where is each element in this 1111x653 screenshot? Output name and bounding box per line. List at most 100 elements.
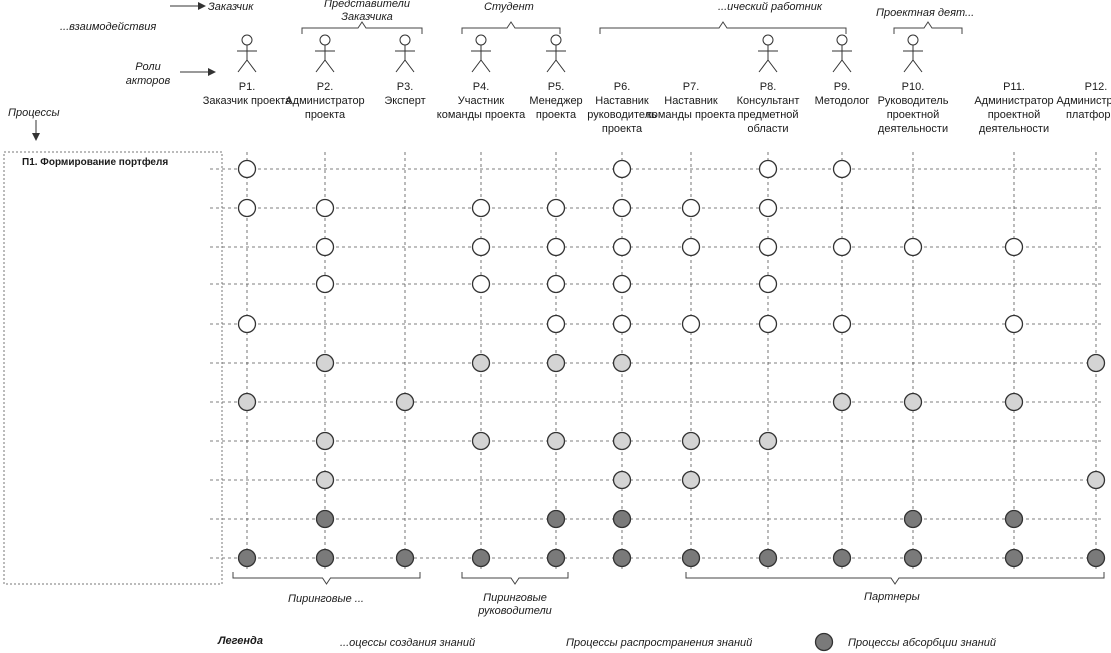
- legend-absorption-marker: [814, 632, 834, 652]
- matrix-node: [903, 392, 923, 412]
- legend-creation: ...оцессы создания знаний: [340, 637, 476, 649]
- matrix-node: [1004, 237, 1024, 257]
- bracket-student: [461, 21, 561, 34]
- matrix-node: [471, 274, 491, 294]
- actor-name: Эксперт: [384, 95, 426, 107]
- matrix-node: [758, 237, 778, 257]
- actor-code: P6.: [613, 81, 631, 93]
- matrix-node: [237, 198, 257, 218]
- matrix-node: [546, 198, 566, 218]
- matrix-node: [832, 392, 852, 412]
- processes-label: Процессы: [8, 107, 60, 119]
- actor-icon: [395, 34, 415, 73]
- actor-label: P9.Методолог: [797, 80, 887, 108]
- actor-name: Администратор проекта: [285, 95, 365, 121]
- actor-label: P8.Консультант предметной области: [723, 80, 813, 136]
- matrix-node: [471, 353, 491, 373]
- matrix-node: [471, 237, 491, 257]
- matrix-node: [315, 470, 335, 490]
- matrix-node: [612, 470, 632, 490]
- matrix-node: [1086, 353, 1106, 373]
- actor-label: P1. Заказчик проекта: [202, 80, 292, 108]
- matrix-node: [1004, 548, 1024, 568]
- matrix-node: [681, 470, 701, 490]
- actor-label: P10.Руководитель проектной деятельности: [868, 80, 958, 136]
- actor-icon: [315, 34, 335, 73]
- bottom-group-right: Партнеры: [864, 591, 920, 603]
- actor-label: P11. Администратор проектной деятельности: [969, 80, 1059, 136]
- project-activity-group-label: Проектная деят...: [876, 7, 975, 19]
- process-label: П1. Формирование портфеля: [22, 157, 169, 168]
- matrix-node: [546, 314, 566, 334]
- actor-icon: [237, 34, 257, 73]
- matrix-node: [546, 509, 566, 529]
- matrix-node: [612, 509, 632, 529]
- matrix-node: [237, 159, 257, 179]
- matrix-node: [681, 314, 701, 334]
- actor-name: Менеджер проекта: [529, 95, 583, 121]
- bracket-customer-rep: [301, 21, 423, 34]
- roles-label: Роли акторов: [125, 61, 171, 87]
- matrix-node: [395, 392, 415, 412]
- actor-label: P6. Наставник руководитель проекта: [577, 80, 667, 136]
- actor-name: Участник команды проекта: [436, 95, 526, 121]
- matrix-node: [903, 509, 923, 529]
- matrix-node: [758, 274, 778, 294]
- matrix-node: [758, 314, 778, 334]
- process-column-frame: [3, 151, 223, 585]
- matrix-node: [612, 274, 632, 294]
- matrix-node: [315, 509, 335, 529]
- matrix-node: [612, 353, 632, 373]
- matrix-node: [903, 237, 923, 257]
- matrix-node: [1086, 470, 1106, 490]
- matrix-node: [832, 159, 852, 179]
- actor-code: P1.: [238, 81, 256, 93]
- matrix-node: [758, 159, 778, 179]
- matrix-node: [315, 274, 335, 294]
- matrix-node: [681, 237, 701, 257]
- actor-icon: [758, 34, 778, 73]
- actor-name: Наставник руководитель проекта: [587, 95, 657, 135]
- actor-code: P5.: [547, 81, 565, 93]
- matrix-node: [315, 237, 335, 257]
- matrix-node: [903, 548, 923, 568]
- actor-label: P3.Эксперт: [360, 80, 450, 108]
- matrix-node: [471, 431, 491, 451]
- matrix-node: [1086, 548, 1106, 568]
- actor-code: P12.: [1084, 81, 1108, 93]
- actor-code: P7.: [682, 81, 700, 93]
- matrix-node: [546, 548, 566, 568]
- matrix-node: [315, 198, 335, 218]
- actor-name: Администратор проектной деятельности: [974, 95, 1054, 135]
- matrix-node: [758, 198, 778, 218]
- bracket-bottom-left: [232, 572, 421, 585]
- matrix-node: [395, 548, 415, 568]
- matrix-node: [612, 237, 632, 257]
- matrix-node: [471, 548, 491, 568]
- actor-label: P2.Администратор проекта: [280, 80, 370, 122]
- actor-name: Администратор платформы: [1056, 95, 1111, 121]
- matrix-node: [832, 237, 852, 257]
- matrix-node: [612, 548, 632, 568]
- legend-distribution: Процессы распространения знаний: [566, 637, 753, 649]
- matrix-node: [758, 431, 778, 451]
- matrix-node: [681, 198, 701, 218]
- bottom-group-middle: Пиринговые руководители: [478, 592, 552, 617]
- matrix-node: [612, 159, 632, 179]
- actor-code: P11.: [1003, 81, 1025, 93]
- matrix-node: [612, 198, 632, 218]
- student-group-label: Студент: [484, 1, 534, 13]
- matrix-node: [315, 431, 335, 451]
- customer-group-label: Заказчик: [208, 1, 254, 13]
- matrix-node: [832, 314, 852, 334]
- actor-name: Руководитель проектной деятельности: [877, 95, 949, 135]
- actor-name: Методолог: [814, 95, 870, 107]
- actor-name: Заказчик проекта: [202, 95, 292, 107]
- actor-icon: [903, 34, 923, 73]
- matrix-node: [832, 548, 852, 568]
- actor-label: P12. Администратор платформы: [1051, 80, 1111, 122]
- interaction-label: ...взаимодействия: [60, 21, 157, 33]
- matrix-node: [681, 548, 701, 568]
- matrix-node: [237, 392, 257, 412]
